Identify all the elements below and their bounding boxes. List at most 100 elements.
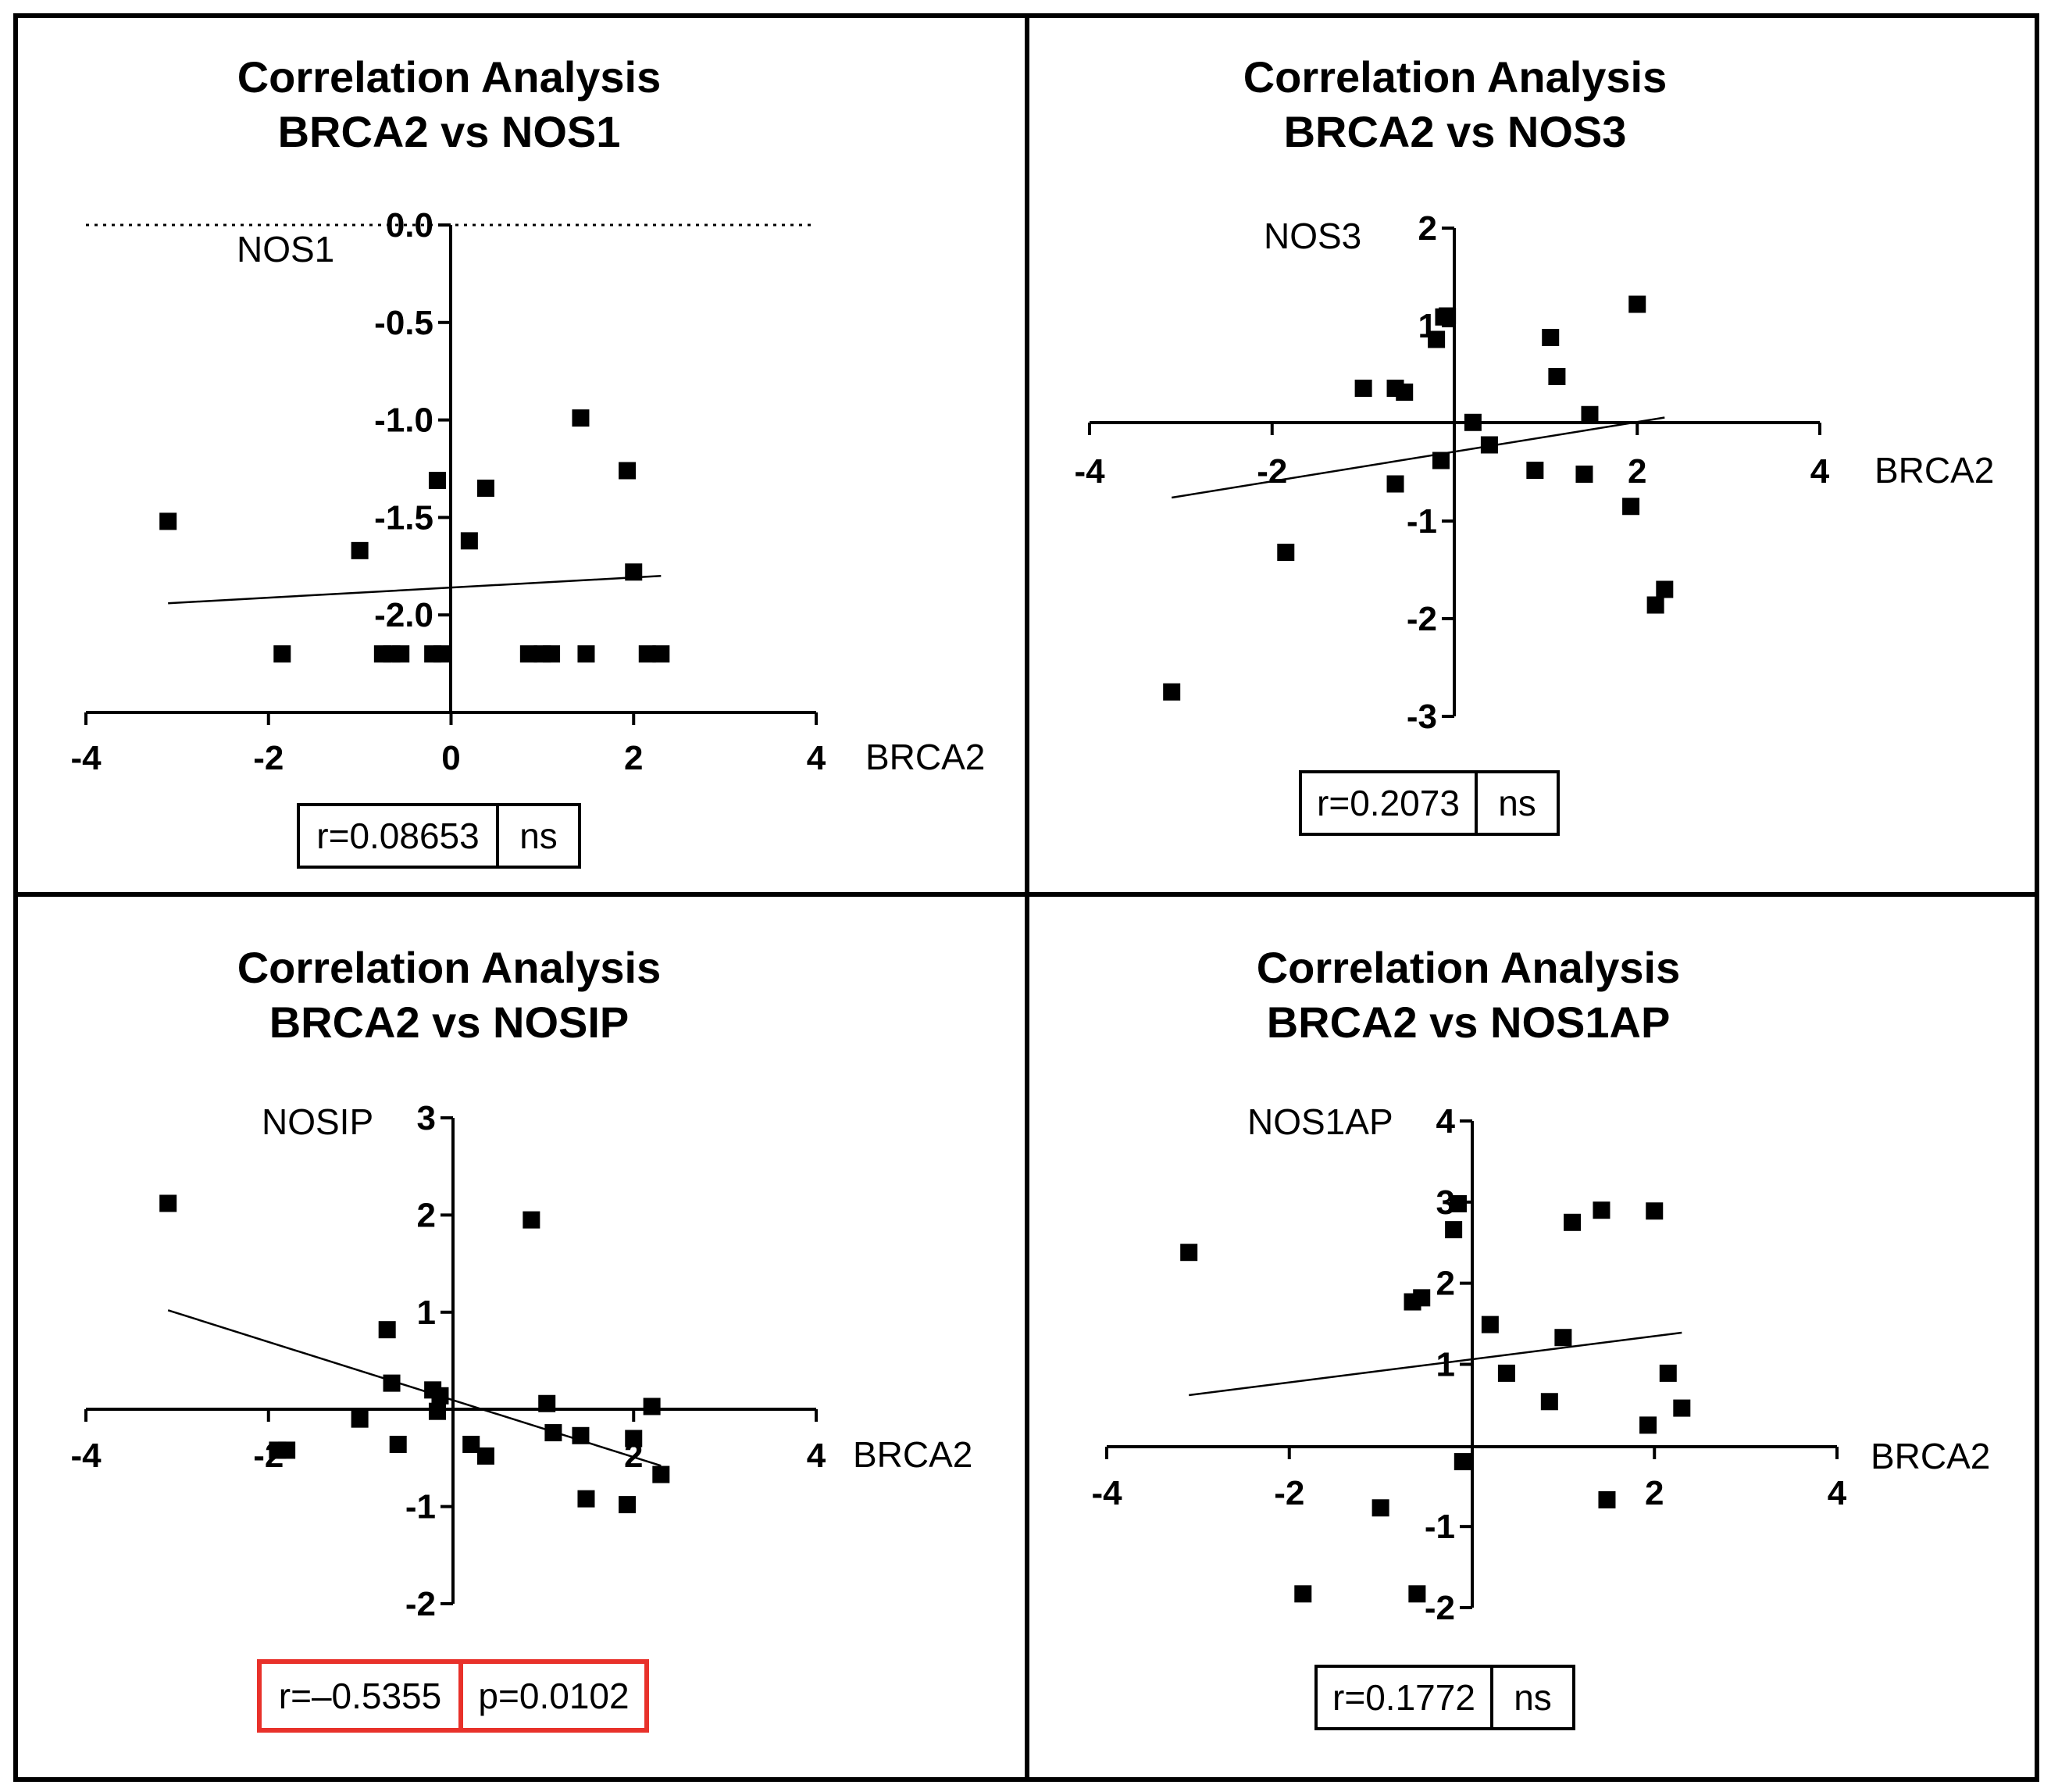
data-point bbox=[1548, 368, 1566, 385]
panel-title-line-1: Correlation Analysis bbox=[1257, 943, 1681, 992]
panel-title-line-2: BRCA2 vs NOS1AP bbox=[1267, 998, 1671, 1047]
data-point bbox=[1598, 1490, 1616, 1508]
data-point bbox=[1564, 1213, 1582, 1231]
data-point bbox=[1439, 307, 1457, 325]
data-point bbox=[476, 479, 494, 497]
stats-r-value: r=0.08653 bbox=[316, 816, 479, 856]
x-tick-label: 2 bbox=[1645, 1474, 1664, 1512]
data-point bbox=[392, 645, 410, 663]
x-tick-label: -4 bbox=[70, 1437, 102, 1475]
data-point bbox=[572, 1426, 590, 1444]
panel-title-line-2: BRCA2 vs NOS3 bbox=[1284, 107, 1627, 156]
data-point bbox=[389, 1435, 407, 1453]
data-point bbox=[1659, 1364, 1677, 1382]
x-tick-label: -2 bbox=[1257, 452, 1287, 491]
stats-p-value: p=0.0102 bbox=[478, 1676, 629, 1716]
stats-r-box bbox=[297, 803, 499, 869]
data-point bbox=[1656, 580, 1674, 598]
data-point bbox=[577, 645, 595, 663]
x-tick-label: 4 bbox=[1810, 452, 1830, 491]
data-point bbox=[1497, 1364, 1515, 1382]
data-point bbox=[1673, 1399, 1691, 1417]
y-tick-label: -2.0 bbox=[374, 596, 433, 634]
panel-title-line-1: Correlation Analysis bbox=[1243, 52, 1668, 102]
data-point bbox=[1581, 405, 1599, 423]
stats-p-box bbox=[458, 1659, 649, 1733]
data-point bbox=[519, 645, 537, 663]
data-point bbox=[1428, 330, 1446, 348]
stats-p-box bbox=[1475, 770, 1560, 836]
stats-r-value: r=0.1772 bbox=[1332, 1677, 1475, 1718]
data-point bbox=[1386, 475, 1404, 493]
data-point bbox=[544, 1424, 562, 1442]
x-axis-label: BRCA2 bbox=[1871, 1436, 1990, 1476]
data-point bbox=[1639, 1416, 1657, 1434]
y-tick-label: 2 bbox=[417, 1196, 436, 1234]
data-point bbox=[1180, 1244, 1198, 1262]
data-point bbox=[572, 409, 590, 427]
data-point bbox=[652, 645, 670, 663]
x-tick-label: 2 bbox=[1628, 452, 1646, 491]
y-tick-label: -2 bbox=[1425, 1589, 1455, 1627]
x-axis-label: BRCA2 bbox=[1874, 450, 1994, 491]
y-tick-label: 1 bbox=[417, 1294, 436, 1332]
data-point bbox=[159, 512, 177, 530]
y-tick-label: 1 bbox=[1436, 1346, 1455, 1384]
data-point bbox=[1481, 1315, 1499, 1333]
data-point bbox=[619, 462, 637, 480]
x-tick-label: -2 bbox=[253, 739, 284, 777]
data-point bbox=[431, 1387, 449, 1405]
y-axis-label: NOS1 bbox=[237, 229, 334, 270]
y-tick-label: -1.0 bbox=[374, 402, 433, 440]
data-point bbox=[1622, 498, 1640, 516]
x-axis-label: BRCA2 bbox=[865, 737, 985, 777]
data-point bbox=[1432, 452, 1450, 469]
data-point bbox=[1646, 596, 1664, 614]
y-tick-label: 0.0 bbox=[386, 206, 433, 245]
data-point bbox=[1526, 462, 1544, 479]
data-point bbox=[1540, 1393, 1558, 1411]
data-point bbox=[625, 563, 643, 581]
data-point bbox=[428, 1402, 446, 1420]
data-point bbox=[1480, 436, 1498, 454]
data-point bbox=[460, 532, 478, 550]
data-point bbox=[476, 1447, 494, 1465]
y-tick-label: -3 bbox=[1407, 698, 1437, 736]
x-tick-label: 4 bbox=[807, 1437, 826, 1475]
data-point bbox=[652, 1465, 670, 1483]
y-tick-label: -2 bbox=[405, 1585, 436, 1623]
data-point bbox=[538, 1394, 556, 1412]
data-point bbox=[1542, 329, 1560, 346]
y-tick-label: -1.5 bbox=[374, 498, 433, 537]
stats-r-value: r=–0.5355 bbox=[279, 1676, 441, 1716]
stats-r-box bbox=[1299, 770, 1478, 836]
stats-r-value: r=0.2073 bbox=[1317, 783, 1460, 823]
stats-p-value: ns bbox=[1514, 1677, 1552, 1718]
data-point bbox=[523, 1211, 540, 1229]
x-tick-label: -4 bbox=[70, 739, 102, 777]
y-tick-label: -1 bbox=[405, 1488, 436, 1526]
regression-line bbox=[1171, 416, 1665, 499]
regression-line bbox=[168, 575, 662, 605]
data-point bbox=[1294, 1585, 1312, 1603]
panel-title-line-2: BRCA2 vs NOSIP bbox=[269, 998, 630, 1047]
stats-p-box bbox=[1490, 1665, 1575, 1730]
data-point bbox=[378, 1321, 396, 1339]
stats-p-value: ns bbox=[1498, 783, 1536, 823]
data-point bbox=[1646, 1202, 1664, 1220]
y-axis-label: NOS1AP bbox=[1247, 1101, 1393, 1142]
data-point bbox=[383, 1374, 401, 1392]
data-point bbox=[1163, 683, 1181, 701]
data-point bbox=[351, 1410, 369, 1428]
data-point bbox=[643, 1398, 661, 1415]
panel-title-line-1: Correlation Analysis bbox=[237, 52, 662, 102]
data-point bbox=[433, 645, 451, 663]
x-tick-label: -4 bbox=[1074, 452, 1105, 491]
x-tick-label: -4 bbox=[1091, 1474, 1122, 1512]
data-point bbox=[351, 541, 369, 559]
